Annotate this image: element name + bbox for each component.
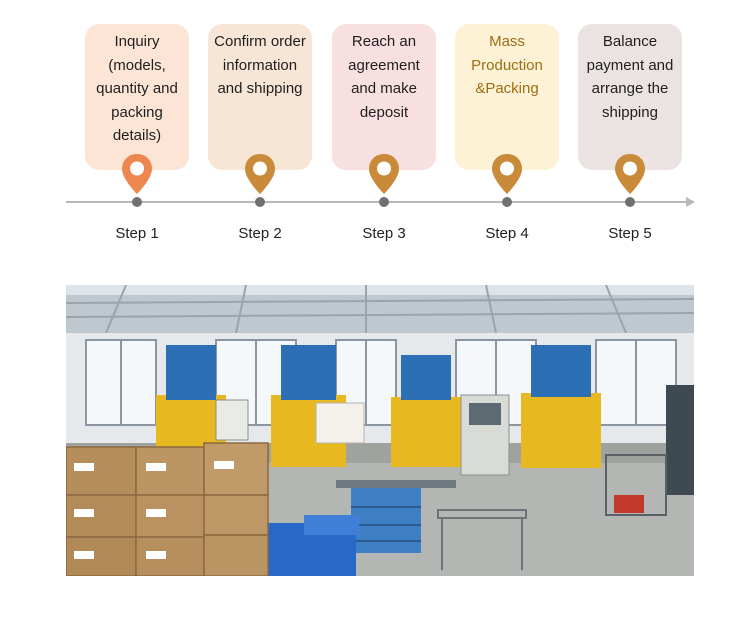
step-4-card-text: Mass Production &Packing — [471, 33, 543, 97]
factory-illustration — [66, 285, 694, 576]
timeline-dot — [255, 197, 265, 207]
location-pin-icon — [122, 154, 152, 194]
step-2-label: Step 2 — [238, 225, 282, 242]
step-5-label: Step 5 — [608, 225, 652, 242]
step-3-label: Step 3 — [362, 225, 406, 242]
location-pin-icon — [615, 154, 645, 194]
location-pin-icon — [492, 154, 522, 194]
timeline-dot — [132, 197, 142, 207]
timeline-axis — [66, 201, 688, 203]
step-3-card: Reach an agreement and make deposit — [332, 24, 436, 170]
step-4-card: Mass Production &Packing — [455, 24, 559, 170]
step-5-card: Balance payment and arrange the shipping — [578, 24, 682, 170]
step-2-card-text: Confirm order information and shipping — [214, 33, 306, 97]
arrow-right-icon — [686, 197, 695, 207]
factory-floor-photo — [66, 285, 694, 576]
step-5-card-text: Balance payment and arrange the shipping — [586, 33, 674, 121]
step-1-card-text: Inquiry (models, quantity and packing de… — [96, 33, 178, 144]
location-pin-icon — [369, 154, 399, 194]
order-process-timeline: Inquiry (models, quantity and packing de… — [0, 0, 752, 260]
timeline-dot — [379, 197, 389, 207]
step-1-card: Inquiry (models, quantity and packing de… — [85, 24, 189, 170]
timeline-dot — [625, 197, 635, 207]
step-1-label: Step 1 — [115, 225, 159, 242]
step-2-card: Confirm order information and shipping — [208, 24, 312, 170]
step-3-card-text: Reach an agreement and make deposit — [348, 33, 420, 121]
location-pin-icon — [245, 154, 275, 194]
step-4-label: Step 4 — [485, 225, 529, 242]
timeline-dot — [502, 197, 512, 207]
